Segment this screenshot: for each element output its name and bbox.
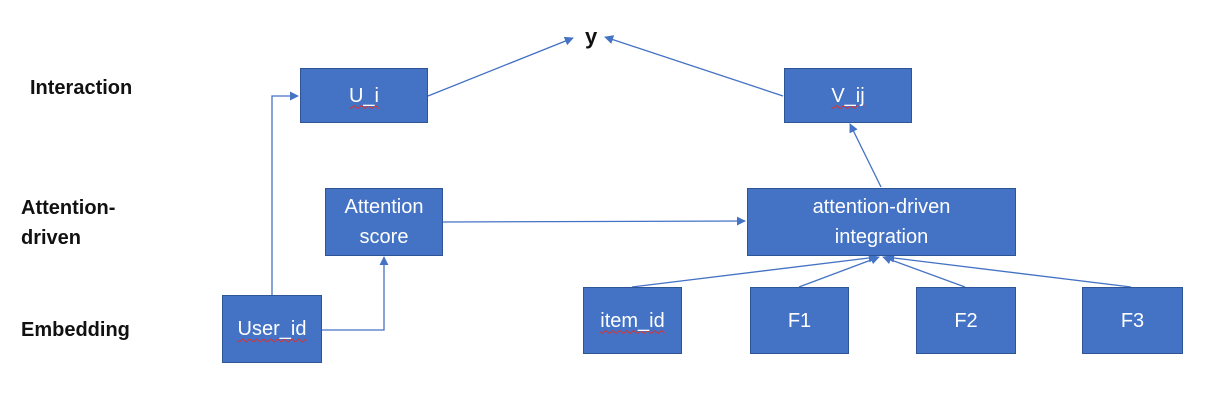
arrow-v-ij-to-y — [604, 35, 784, 97]
node-f1-label: F1 — [787, 309, 812, 332]
node-f2-label: F2 — [954, 309, 978, 332]
node-u-i-label: U_i — [348, 84, 379, 107]
node-f3: F3 — [1082, 287, 1183, 354]
node-v-ij-label: V_ij — [831, 84, 865, 107]
node-user-id: User_id — [222, 295, 322, 363]
node-item-id: item_id — [583, 287, 682, 354]
arrow-f2-to-integration — [882, 255, 966, 288]
layer-label-embedding: Embedding — [21, 319, 130, 341]
node-item-id-label: item_id — [600, 309, 665, 332]
node-f2: F2 — [916, 287, 1016, 354]
layer-label-interaction: Interaction — [30, 77, 133, 99]
node-user-id-label: User_id — [237, 318, 307, 340]
output-node-y: y — [585, 24, 598, 49]
arrow-user-id-to-u-i — [271, 91, 299, 295]
arrow-item-id-to-integration — [631, 253, 878, 288]
arrow-u-i-to-y — [427, 36, 574, 97]
arrow-user-id-to-attention-score — [322, 256, 389, 331]
node-v-ij: V_ij — [784, 68, 912, 123]
arrow-f3-to-integration — [885, 253, 1132, 288]
node-f3-label: F3 — [1120, 309, 1145, 332]
arrow-attention-score-to-integration — [442, 216, 746, 226]
arrow-f1-to-integration — [798, 255, 880, 288]
node-u-i: U_i — [300, 68, 428, 123]
layer-label-attention-driven: Attention- driven — [21, 197, 116, 249]
arrow-integration-to-v-ij — [849, 123, 882, 188]
node-attention-driven-integration: attention-driven integration — [747, 188, 1016, 256]
node-f1: F1 — [750, 287, 849, 354]
node-attention-score: Attention score — [325, 188, 443, 256]
node-attention-score-label: Attention score — [344, 196, 424, 248]
node-attention-driven-integration-label: attention-driven integration — [812, 196, 951, 248]
